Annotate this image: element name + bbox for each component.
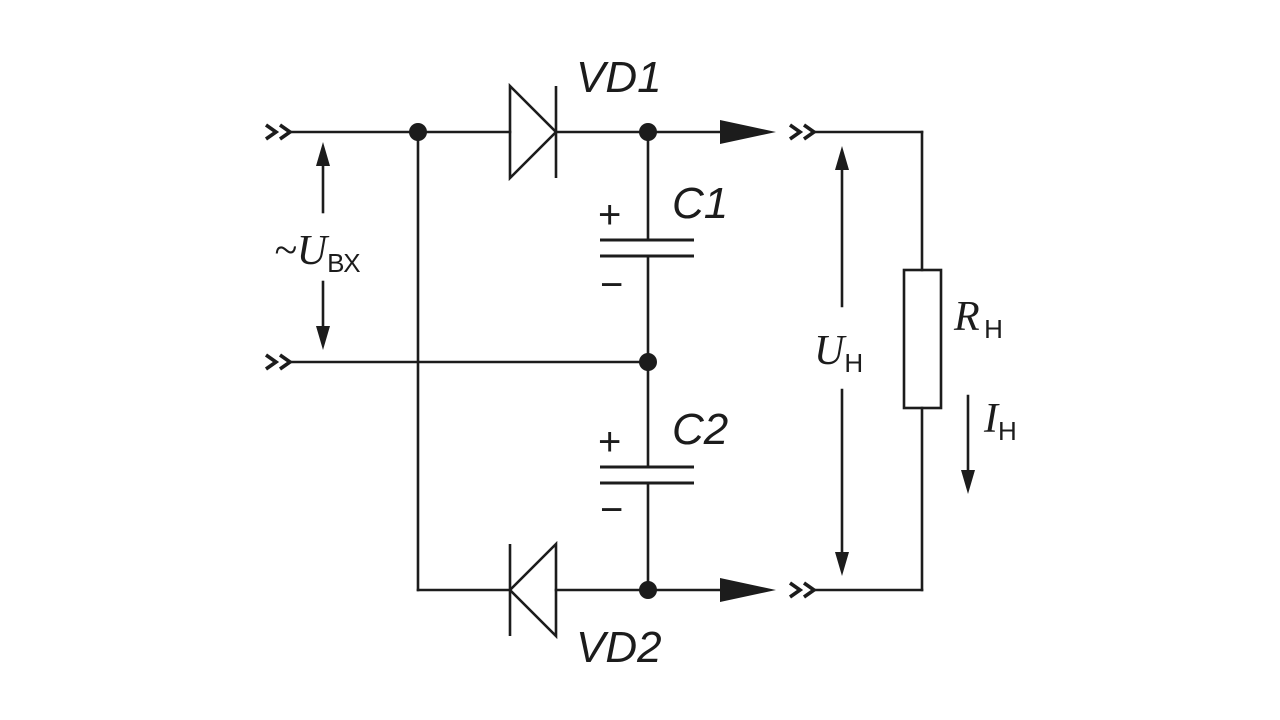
junction-dot-top bbox=[639, 123, 657, 141]
load-resistor-label: R Н bbox=[953, 294, 1003, 344]
input-voltage-arrow bbox=[316, 142, 330, 350]
load-voltage-head-down bbox=[835, 552, 849, 576]
diode-vd2-label: VD2 bbox=[576, 623, 662, 672]
input-voltage-prefix: ~ bbox=[274, 228, 297, 274]
load-resistor bbox=[902, 268, 943, 410]
load-voltage-arrow bbox=[835, 146, 849, 576]
input-voltage-subscript: ВХ bbox=[327, 248, 361, 278]
output-terminal-top bbox=[788, 123, 818, 141]
diode-vd2 bbox=[508, 540, 558, 640]
input-voltage-symbol: U bbox=[297, 228, 330, 274]
circuit-wires bbox=[290, 130, 924, 592]
capacitor-c2 bbox=[600, 465, 694, 485]
load-current-symbol: I bbox=[983, 396, 1000, 442]
load-resistor-subscript: Н bbox=[984, 314, 1003, 344]
load-current-head bbox=[961, 470, 975, 494]
junction-dot-left bbox=[409, 123, 427, 141]
capacitor-c1 bbox=[600, 238, 694, 258]
capacitor-c1-label: C1 bbox=[672, 179, 728, 228]
load-voltage-symbol: U bbox=[814, 328, 847, 374]
load-voltage-head-up bbox=[835, 146, 849, 170]
junction-dot-middle bbox=[639, 353, 657, 371]
input-terminal-top bbox=[264, 123, 294, 141]
junction-dot-bottom bbox=[639, 581, 657, 599]
load-current-subscript: Н bbox=[998, 416, 1017, 446]
capacitor-c1-minus: − bbox=[600, 263, 623, 307]
load-current-arrow bbox=[961, 394, 975, 494]
load-voltage-subscript: Н bbox=[844, 348, 863, 378]
output-terminal-bottom bbox=[788, 581, 818, 599]
capacitor-c1-plus: + bbox=[598, 193, 621, 237]
capacitor-c2-label: C2 bbox=[672, 405, 728, 454]
diode-vd1-triangle bbox=[508, 82, 558, 182]
diode-vd1-label: VD1 bbox=[576, 53, 662, 102]
load-resistor-symbol: R bbox=[953, 294, 980, 340]
input-voltage-head-up bbox=[316, 142, 330, 166]
diode-vd1 bbox=[508, 82, 558, 182]
output-arrow-top bbox=[720, 120, 776, 144]
load-voltage-label: UН bbox=[814, 328, 863, 378]
input-terminal-bottom bbox=[264, 353, 294, 371]
input-voltage-label: ~UВХ bbox=[274, 228, 361, 278]
load-current-label: IН bbox=[983, 396, 1017, 446]
capacitor-c2-minus: − bbox=[600, 488, 623, 532]
input-voltage-head-down bbox=[316, 326, 330, 350]
diode-vd2-triangle bbox=[508, 540, 558, 640]
output-arrow-bottom bbox=[720, 578, 776, 602]
capacitor-c2-plus: + bbox=[598, 420, 621, 464]
